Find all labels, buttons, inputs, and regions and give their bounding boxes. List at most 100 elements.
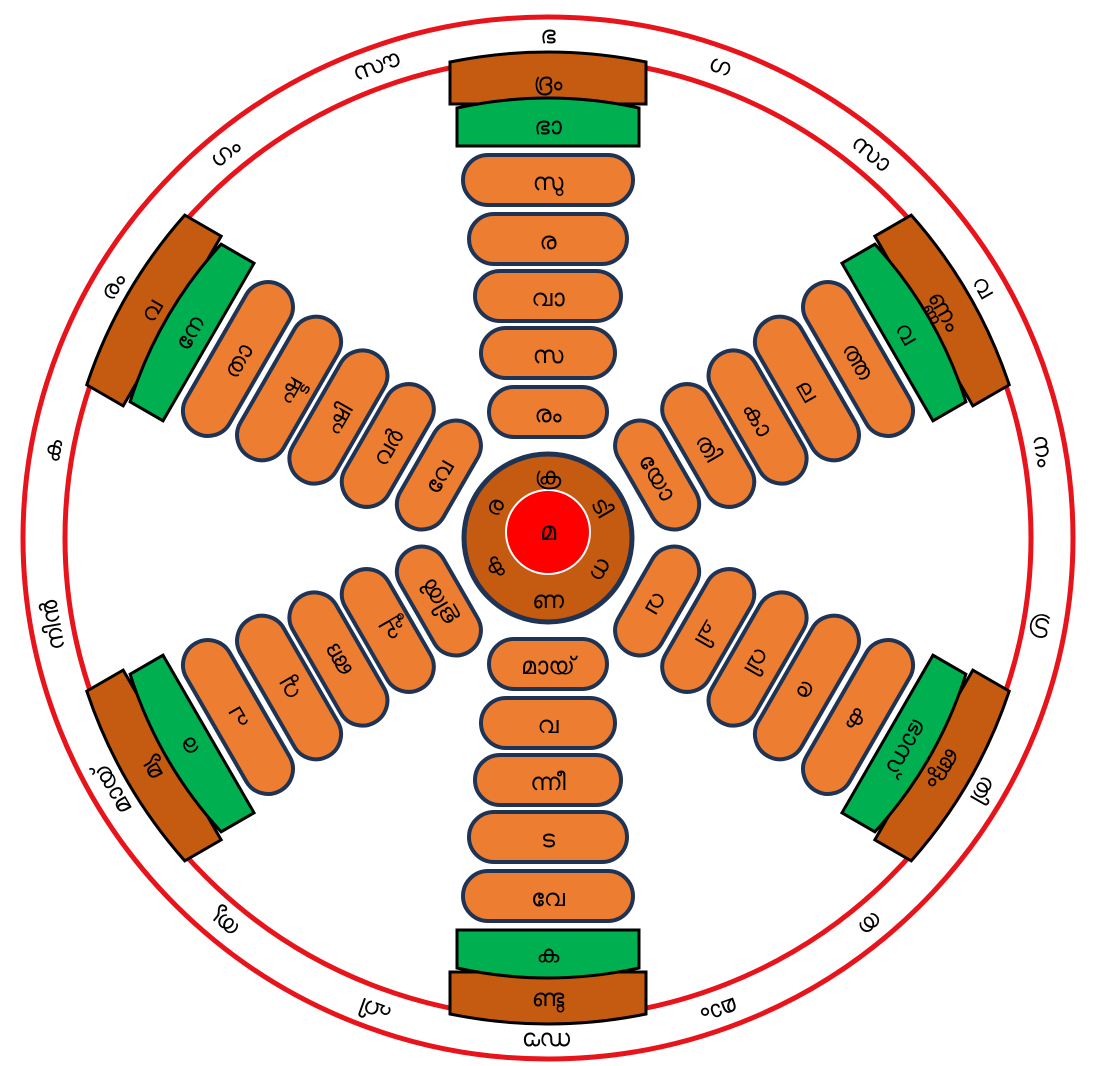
spoke-green-cap-shape	[839, 653, 968, 834]
spoke-pill-label: ട	[541, 825, 556, 853]
spoke-pill-shape	[706, 590, 809, 728]
spokes: ദ്രംഭാസുരവാസരംണ്ണംവത്തലകാതിയോങ്ങുംഭാസ്കര…	[84, 50, 1012, 1026]
spoke-pill-label: വേ	[531, 884, 566, 912]
spoke-green-cap	[455, 928, 641, 980]
spoke-pill-shape	[660, 567, 757, 694]
spoke-pill	[487, 385, 609, 439]
spoke-green-cap	[839, 653, 968, 834]
spoke-pill-shape	[461, 869, 635, 923]
spoke-upper-right: ണ്ണംവത്തലകാതിയോ	[613, 213, 1012, 532]
spoke-pill-shape	[235, 314, 344, 463]
spoke-pill-shape	[660, 382, 757, 509]
spoke-pill-label: രം	[534, 400, 562, 428]
spoke-pill	[467, 212, 629, 266]
spoke-brown-cap-label: ദ്രം	[534, 68, 564, 96]
spoke-brown-cap-shape	[872, 668, 1012, 863]
spoke-green-cap-shape	[455, 928, 641, 980]
spoke-brown-cap	[448, 970, 648, 1026]
spoke-down: ണ്ടുകവേടന്നീവമായ്	[448, 637, 648, 1026]
ring-letter: ഗ	[705, 48, 735, 82]
spoke-pill	[660, 382, 757, 509]
spoke-pill	[235, 314, 344, 463]
ring-letter: ഗ്ര	[1027, 610, 1059, 640]
spoke-pill-shape	[473, 269, 623, 323]
spoke-pill-shape	[706, 348, 809, 486]
spoke-pill	[339, 382, 436, 509]
spoke-pill	[473, 753, 623, 807]
spoke-brown-cap-shape	[448, 970, 648, 1026]
spoke-brown-cap-shape	[84, 213, 224, 408]
spoke-brown-cap-shape	[872, 213, 1012, 408]
spoke-pill-shape	[801, 638, 916, 796]
spoke-pill-shape	[339, 382, 436, 509]
spoke-pill-shape	[461, 153, 635, 207]
center-dot	[505, 489, 591, 575]
spoke-green-cap-shape	[128, 242, 257, 423]
spoke-pill-shape	[235, 613, 344, 762]
spoke-lower-right: ങ്ങുംഭാസ്കരവിചിവ	[613, 544, 1012, 863]
spoke-up: ദ്രംഭാസുരവാസരം	[448, 50, 648, 439]
spoke-pill-shape	[394, 418, 483, 532]
spoke-brown-cap	[872, 213, 1012, 408]
spoke-brown-cap-shape	[448, 50, 648, 106]
spoke-pill-shape	[467, 212, 629, 266]
spoke-pill-label: ന്നീ	[530, 768, 565, 796]
spoke-green-cap-label: ക	[537, 940, 560, 968]
spoke-pill-shape	[287, 590, 390, 728]
spoke-pill-label: വാ	[531, 284, 565, 312]
spoke-green-cap	[128, 653, 257, 834]
spoke-pill-shape	[752, 314, 861, 463]
spoke-pill-shape	[752, 613, 861, 762]
spoke-pill	[752, 613, 861, 762]
spoke-pill-shape	[394, 544, 483, 658]
spoke-pill-label: സ	[533, 341, 564, 369]
spoke-brown-cap	[872, 668, 1012, 863]
spoke-pill	[235, 613, 344, 762]
spoke-pill-shape	[487, 637, 609, 691]
spoke-pill-shape	[613, 544, 702, 658]
spoke-pill-label: മായ്	[521, 652, 578, 680]
spoke-pill	[752, 314, 861, 463]
spoke-pill-label: ര	[539, 227, 557, 255]
spoke-pill-shape	[180, 280, 295, 438]
spoke-pill-shape	[467, 810, 629, 864]
spoke-green-cap-shape	[455, 96, 641, 148]
spoke-brown-cap	[448, 50, 648, 106]
spoke-pill	[473, 269, 623, 323]
spoke-pill	[394, 418, 483, 532]
spoke-brown-cap	[84, 668, 224, 863]
ring-letter: സാ	[846, 128, 898, 178]
spoke-pill-shape	[487, 385, 609, 439]
ring-letter: നം	[1027, 432, 1060, 470]
spoke-pill	[467, 810, 629, 864]
spoke-pill-shape	[613, 418, 702, 532]
spoke-green-cap-shape	[128, 653, 257, 834]
spoke-pill	[339, 567, 436, 694]
spoke-pill	[180, 638, 295, 796]
spoke-pill	[180, 280, 295, 438]
spoke-pill-shape	[180, 638, 295, 796]
spoke-pill-shape	[801, 280, 916, 438]
spoke-pill-shape	[479, 326, 617, 380]
ring-letter: നിൻ	[34, 598, 70, 653]
spoke-pill	[660, 567, 757, 694]
spoke-brown-cap-shape	[84, 668, 224, 863]
spoke-pill-shape	[339, 567, 436, 694]
ring-letter: സൗ	[523, 1027, 572, 1055]
spoke-pill	[461, 869, 635, 923]
center-letter: മ	[540, 517, 557, 547]
spoke-pill-shape	[479, 696, 617, 750]
outer-ring	[20, 14, 1076, 1062]
spoke-pill	[801, 638, 916, 796]
spoke-green-cap	[128, 242, 257, 423]
spoke-brown-cap	[84, 213, 224, 408]
spoke-pill-label: സു	[533, 168, 564, 196]
spoke-pill	[706, 590, 809, 728]
spoke-pill	[287, 590, 390, 728]
spoke-pill	[613, 544, 702, 658]
spoke-pill-shape	[287, 348, 390, 486]
spoke-pill	[394, 544, 483, 658]
